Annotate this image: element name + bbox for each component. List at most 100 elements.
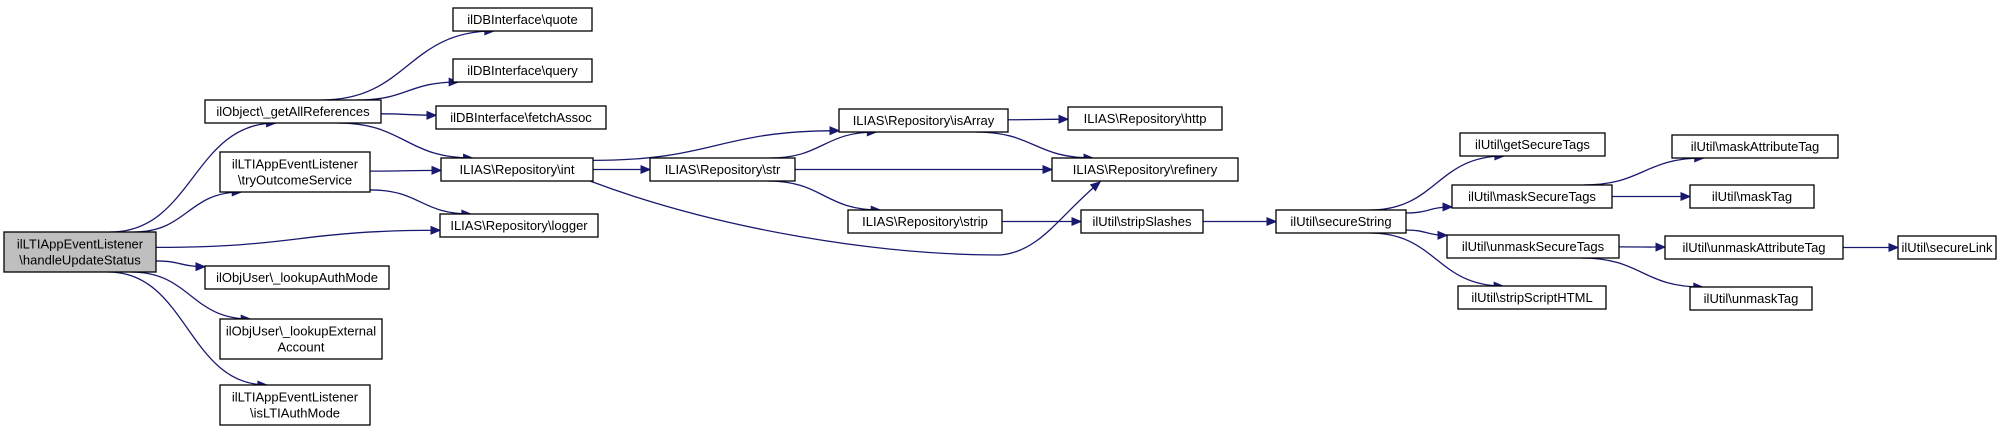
node-box: [1664, 235, 1844, 260]
node-box: [440, 157, 594, 182]
node-n11[interactable]: ILIAS\Repository\isArray: [838, 108, 1009, 133]
edge-line: [1369, 232, 1504, 287]
node-box: [1897, 235, 1997, 260]
node-n7[interactable]: ilDBInterface\quote: [452, 7, 593, 32]
node-label: ILIAS\Repository\int: [460, 162, 575, 177]
node-label: ILIAS\Repository\str: [665, 162, 781, 177]
node-n26[interactable]: ilUtil\secureLink: [1897, 235, 1997, 260]
edge-line: [769, 131, 877, 159]
node-label: ilUtil\secureLink: [1901, 240, 1993, 255]
node-n10[interactable]: ILIAS\Repository\int: [440, 157, 594, 182]
nodes-layer: ilLTIAppEventListener\handleUpdateStatus…: [3, 7, 1997, 426]
node-label: ilUtil\getSecureTags: [1475, 137, 1590, 152]
node-box: [219, 151, 371, 193]
node-n22[interactable]: ilUtil\maskAttributeTag: [1671, 134, 1839, 159]
node-label: \tryOutcomeService: [238, 173, 352, 188]
edge-n12-to-n14: [767, 180, 882, 215]
node-label: ILIAS\Repository\refinery: [1073, 162, 1218, 177]
node-label: ilObject\_getAllReferences: [216, 104, 370, 119]
edge-arrowhead: [430, 225, 442, 235]
edge-n12-to-n13: [795, 164, 1054, 175]
edge-n0-to-n3: [155, 225, 442, 249]
edge-n20-to-n24: [1618, 242, 1667, 252]
node-box: [435, 105, 607, 130]
node-box: [1275, 209, 1407, 234]
node-n13[interactable]: ILIAS\Repository\refinery: [1051, 157, 1239, 182]
node-label: ilUtil\unmaskAttributeTag: [1682, 240, 1825, 255]
node-n16[interactable]: ilUtil\stripSlashes: [1080, 209, 1204, 234]
edge-arrowhead: [640, 164, 652, 175]
node-label: ilUtil\maskAttributeTag: [1691, 139, 1820, 154]
node-n24[interactable]: ilUtil\unmaskAttributeTag: [1664, 235, 1844, 260]
node-box: [1689, 286, 1813, 311]
edge-n19-to-n23: [1612, 191, 1692, 202]
edge-arrowhead: [829, 126, 841, 136]
node-label: ilUtil\stripSlashes: [1093, 214, 1192, 229]
edge-n1-to-n9: [380, 110, 438, 120]
node-label: ILIAS\Repository\logger: [450, 218, 588, 233]
edge-line: [130, 271, 251, 320]
node-label: ILIAS\Repository\isArray: [853, 113, 995, 128]
node-label: ILIAS\Repository\http: [1084, 111, 1207, 126]
node-box: [452, 58, 593, 83]
node-n20[interactable]: ilUtil\unmaskSecureTags: [1446, 234, 1620, 259]
node-n19[interactable]: ilUtil\maskSecureTags: [1451, 184, 1613, 209]
node-label: Account: [278, 340, 325, 355]
node-label: ilDBInterface\query: [467, 63, 578, 78]
node-label: ilObjUser\_lookupAuthMode: [216, 270, 378, 285]
node-box: [847, 209, 1003, 234]
node-box: [1067, 106, 1223, 131]
node-box: [1051, 157, 1239, 182]
edge-n2-to-n10: [369, 165, 443, 175]
edge-line: [592, 130, 840, 161]
node-box: [452, 7, 593, 32]
edge-line: [321, 30, 494, 101]
edge-n10-to-n11: [592, 126, 841, 161]
edge-n14-to-n16: [1002, 216, 1083, 227]
edge-line: [589, 180, 1101, 256]
node-n4[interactable]: ilObjUser\_lookupAuthMode: [204, 265, 390, 290]
node-label: ilLTIAppEventListener: [232, 390, 359, 405]
node-n1[interactable]: ilObject\_getAllReferences: [204, 99, 382, 124]
node-label: ilDBInterface\quote: [467, 12, 578, 27]
node-box: [204, 99, 382, 124]
edge-n0-to-n4: [155, 260, 207, 272]
node-n25[interactable]: ilUtil\unmaskTag: [1689, 286, 1813, 311]
node-n15[interactable]: ILIAS\Repository\http: [1067, 106, 1223, 131]
edge-line: [767, 180, 881, 211]
edge-line: [155, 229, 441, 249]
node-label: ilUtil\maskTag: [1712, 189, 1792, 204]
edge-arrowhead: [1680, 191, 1692, 202]
node-n9[interactable]: ilDBInterface\fetchAssoc: [435, 105, 607, 130]
node-label: ilObjUser\_lookupExternal: [226, 324, 376, 339]
edge-line: [369, 189, 471, 215]
node-n2[interactable]: ilLTIAppEventListener\tryOutcomeService: [219, 151, 371, 193]
node-n18[interactable]: ilUtil\getSecureTags: [1459, 132, 1606, 157]
node-n23[interactable]: ilUtil\maskTag: [1689, 184, 1815, 209]
edge-line: [357, 81, 459, 101]
node-label: ilUtil\unmaskSecureTags: [1462, 239, 1605, 254]
node-n3[interactable]: ILIAS\Repository\logger: [439, 213, 599, 238]
edge-arrowhead: [1266, 216, 1278, 227]
node-n14[interactable]: ILIAS\Repository\strip: [847, 209, 1003, 234]
node-box: [439, 213, 599, 238]
node-n6[interactable]: ilLTIAppEventListener\isLTIAuthMode: [219, 384, 371, 426]
node-box: [3, 231, 157, 273]
node-label: ilLTIAppEventListener: [232, 157, 359, 172]
node-n17[interactable]: ilUtil\secureString: [1275, 209, 1407, 234]
node-label: ilDBInterface\fetchAssoc: [450, 110, 592, 125]
node-box: [1457, 285, 1607, 310]
edges-layer: [108, 26, 1900, 390]
edge-line: [1369, 155, 1504, 211]
node-n12[interactable]: ILIAS\Repository\str: [649, 157, 796, 182]
node-n8[interactable]: ilDBInterface\query: [452, 58, 593, 83]
edge-arrowhead: [1888, 242, 1900, 253]
edge-line: [110, 122, 276, 233]
node-n0[interactable]: ilLTIAppEventListener\handleUpdateStatus: [3, 231, 157, 273]
edge-arrowhead: [426, 110, 438, 120]
edge-line: [369, 169, 442, 172]
edge-arrowhead: [1442, 202, 1454, 212]
node-n21[interactable]: ilUtil\stripScriptHTML: [1457, 285, 1607, 310]
node-label: ilLTIAppEventListener: [17, 237, 144, 252]
